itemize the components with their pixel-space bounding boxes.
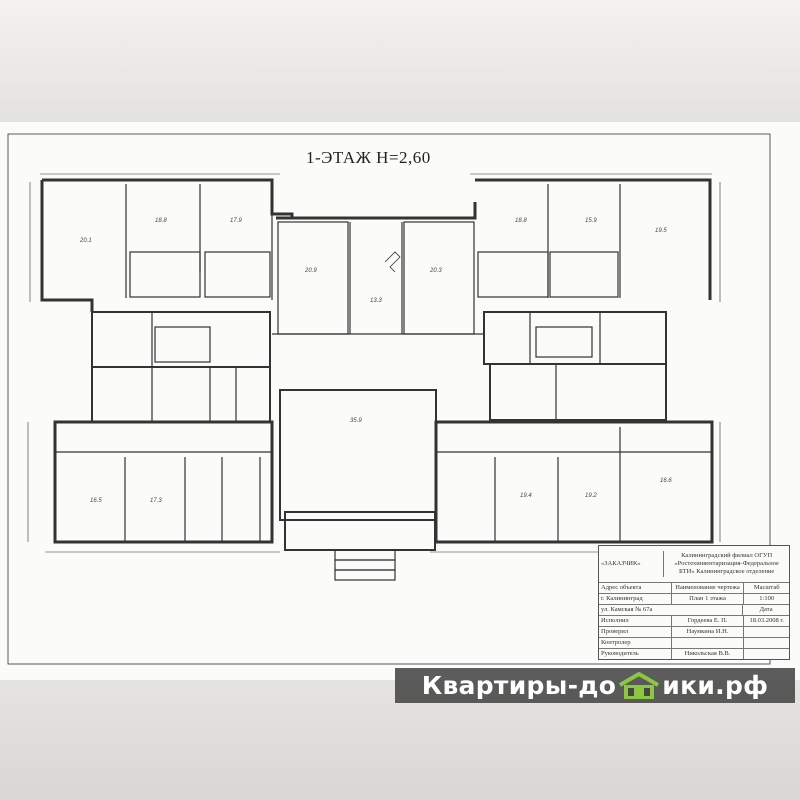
svg-text:20.3: 20.3 [429, 268, 442, 274]
svg-text:15.9: 15.9 [585, 218, 597, 224]
floor-plan-drawing: 20.1 18.8 17.9 20.9 20.3 13.3 18.8 15.9 19.5 3… [7, 133, 771, 665]
executed-by: Гордеева Е. П. [670, 616, 744, 626]
watermark-banner: Квартиры-до ики.рф [395, 668, 795, 703]
executed-label: Исполнил [601, 617, 629, 624]
plan-title: 1-ЭТАЖ H=2,60 [306, 148, 431, 167]
svg-text:13.3: 13.3 [370, 298, 382, 304]
svg-text:17.3: 17.3 [150, 498, 162, 504]
watermark-text-left: Квартиры-до [421, 671, 617, 700]
controller-label: Контролер [601, 639, 631, 646]
house-logo-icon [619, 671, 660, 699]
drawing-name-label: Наименование чертежа [670, 583, 744, 593]
address-label: Адрес объекта [601, 584, 642, 591]
svg-text:19.5: 19.5 [655, 228, 667, 234]
head-name: Никольская В.В. [670, 649, 744, 659]
svg-text:19.2: 19.2 [585, 493, 597, 499]
svg-text:18.8: 18.8 [155, 218, 167, 224]
date-label: Дата [742, 605, 789, 615]
organization-name: Калининградский филиал ОГУП «Ростехинвен… [663, 551, 789, 577]
head-label: Руководитель [601, 650, 639, 657]
title-block: «ЗАКАЗЧИК» Калининградский филиал ОГУП «… [598, 545, 790, 660]
svg-text:18.8: 18.8 [515, 218, 527, 224]
svg-text:16.5: 16.5 [90, 498, 102, 504]
drawing-name: План 1 этажа [670, 594, 744, 604]
svg-text:19.4: 19.4 [520, 493, 532, 499]
svg-text:20.1: 20.1 [79, 238, 92, 244]
scale-value: 1:100 [743, 594, 789, 604]
svg-text:17.9: 17.9 [230, 218, 242, 224]
sheet-border [7, 133, 771, 665]
blurred-background-top [0, 0, 800, 122]
city: г. Калининград [601, 595, 643, 602]
svg-text:16.6: 16.6 [660, 478, 672, 484]
street: ул. Камская № 67а [601, 606, 653, 613]
scale-label: Масштаб [743, 583, 789, 593]
svg-text:20.9: 20.9 [304, 268, 317, 274]
svg-text:35.9: 35.9 [350, 418, 362, 424]
date-value: 18.03.2008 г. [743, 616, 789, 626]
checked-label: Проверил [601, 628, 629, 635]
watermark-text-right: ики.рф [662, 671, 769, 700]
customer-label: «ЗАКАЗЧИК» [601, 560, 641, 567]
checked-by: Наумкина И.Н. [670, 627, 744, 637]
